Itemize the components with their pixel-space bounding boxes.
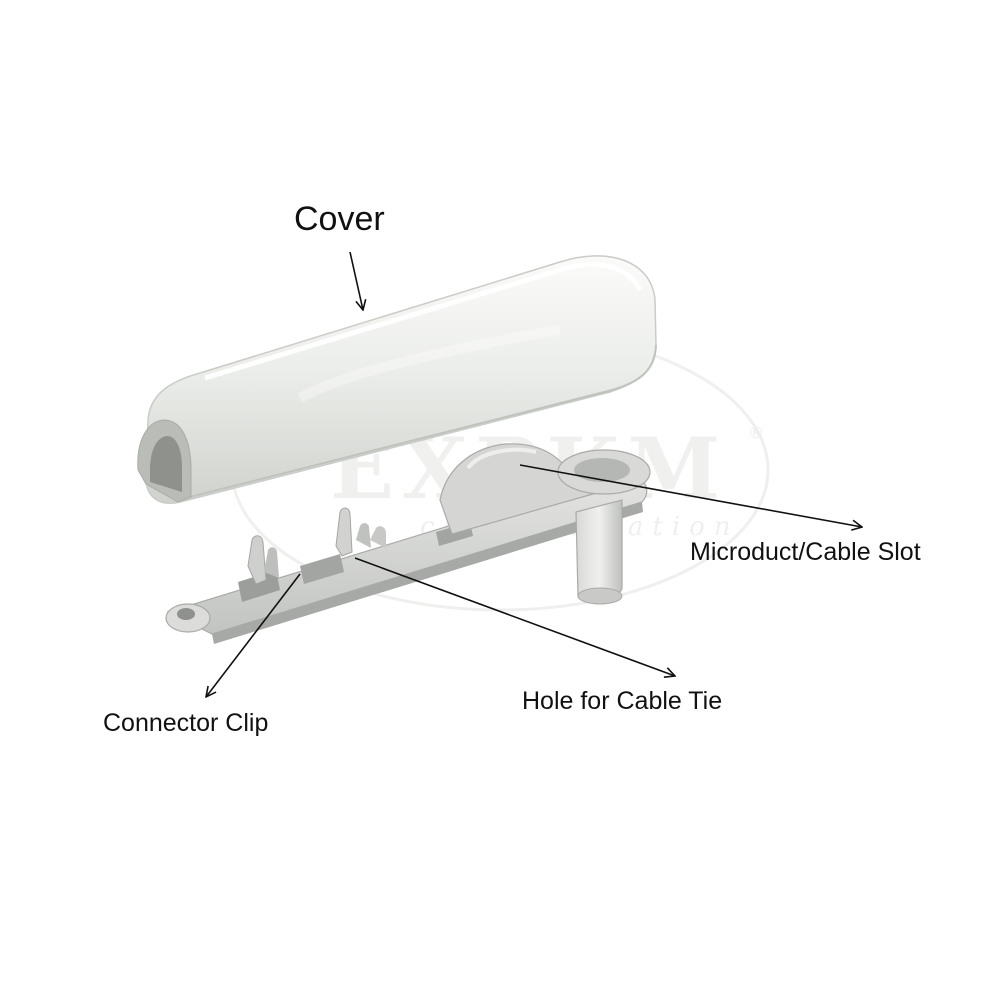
cable-slot-highlight (466, 447, 537, 470)
cover-arrow (349, 251, 363, 310)
cover-sheen (297, 325, 561, 403)
base-plate-edge (212, 502, 643, 644)
cable-tie-hole-label: Hole for Cable Tie (522, 687, 723, 715)
cover-end-cavity (150, 436, 182, 492)
mounting-hole (177, 608, 195, 620)
microduct-post-end (577, 587, 623, 605)
cable-tie-arrow (354, 557, 675, 676)
cover-part (137, 255, 657, 504)
connector-clip-arrow (206, 573, 301, 697)
cover-bottom-edge (177, 344, 657, 501)
cover-body (145, 255, 657, 504)
plate-slot-1 (238, 570, 280, 602)
clip-finger-2 (264, 547, 279, 578)
cable-slot-arrow (519, 464, 862, 527)
microduct-cable-slot-label: Microduct/Cable Slot (690, 538, 921, 566)
connector-clip-label: Connector Clip (103, 709, 269, 737)
cover-label: Cover (294, 200, 385, 238)
clip-finger-4 (356, 523, 371, 548)
clip-finger-1 (247, 535, 267, 585)
microduct-post (575, 499, 623, 602)
watermark-registered-mark: ® (748, 423, 764, 442)
cover-highlight (204, 261, 643, 381)
plate-slot-2 (300, 554, 344, 584)
clip-finger-3 (335, 507, 353, 557)
base-part (165, 443, 651, 644)
callout-arrows (206, 251, 862, 697)
cable-slot-recess (574, 458, 630, 482)
clip-finger-5 (370, 526, 386, 548)
